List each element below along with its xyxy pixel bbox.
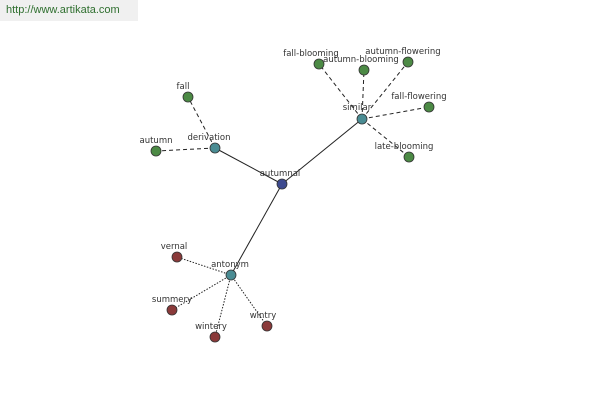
center-node-autumnal[interactable]: autumnal: [260, 169, 301, 190]
relation-node-derivation-circle[interactable]: [209, 142, 221, 154]
source-url[interactable]: http://www.artikata.com: [0, 0, 138, 21]
relation-node-derivation-label: derivation: [187, 133, 230, 143]
edge-derivation-autumn: [155, 147, 216, 152]
word-node-autumn-blooming[interactable]: autumn-blooming: [323, 55, 399, 76]
edge-antonym-wintry: [230, 274, 268, 327]
word-node-vernal[interactable]: vernal: [161, 242, 188, 263]
edge-derivation-fall: [187, 96, 216, 149]
word-node-fall-blooming-label: fall-blooming: [283, 49, 339, 59]
word-node-vernal-label: vernal: [161, 242, 188, 252]
word-node-wintery-label: wintery: [195, 322, 227, 332]
word-node-autumn-blooming-circle[interactable]: [358, 64, 370, 76]
word-node-autumn-flowering[interactable]: autumn-flowering: [365, 47, 441, 68]
word-node-autumn-flowering-label: autumn-flowering: [365, 47, 440, 57]
word-node-autumn-circle[interactable]: [150, 145, 162, 157]
word-node-late-blooming-circle[interactable]: [403, 151, 415, 163]
relation-node-derivation[interactable]: derivation: [187, 133, 231, 154]
word-node-late-blooming[interactable]: late-blooming: [375, 142, 434, 163]
edge-similar-autumn-blooming: [361, 69, 365, 120]
word-node-wintry[interactable]: wintry: [250, 311, 277, 332]
edges: [155, 61, 430, 338]
word-node-summery-label: summery: [152, 295, 192, 305]
edge-autumnal-similar: [281, 118, 363, 185]
word-node-autumn-flowering-circle[interactable]: [402, 56, 414, 68]
word-node-summery[interactable]: summery: [152, 295, 192, 316]
edge-autumnal-derivation: [214, 147, 283, 185]
word-node-fall-label: fall: [177, 82, 190, 92]
edge-antonym-vernal: [176, 256, 232, 276]
word-node-wintry-label: wintry: [250, 311, 277, 321]
word-node-vernal-circle[interactable]: [171, 251, 183, 263]
center-node-autumnal-circle[interactable]: [276, 178, 288, 190]
word-node-autumn[interactable]: autumn: [140, 136, 173, 157]
word-node-fall-blooming-circle[interactable]: [313, 58, 325, 70]
edge-similar-late-blooming: [361, 118, 410, 158]
edge-antonym-summery: [171, 274, 232, 311]
word-node-summery-circle[interactable]: [166, 304, 178, 316]
word-node-fall-blooming[interactable]: fall-blooming: [283, 49, 339, 70]
center-node-autumnal-label: autumnal: [260, 169, 301, 179]
word-node-wintery-circle[interactable]: [209, 331, 221, 343]
word-node-late-blooming-label: late-blooming: [375, 142, 434, 152]
word-node-fall[interactable]: fall: [177, 82, 194, 103]
relation-node-antonym-circle[interactable]: [225, 269, 237, 281]
word-node-wintry-circle[interactable]: [261, 320, 273, 332]
relation-node-similar[interactable]: similar: [343, 103, 372, 125]
word-node-fall-flowering-circle[interactable]: [423, 101, 435, 113]
edge-similar-fall-blooming: [318, 63, 363, 120]
relation-node-antonym-label: antonym: [211, 260, 249, 270]
word-node-autumn-label: autumn: [140, 136, 173, 146]
edge-similar-fall-flowering: [361, 106, 430, 120]
word-node-fall-circle[interactable]: [182, 91, 194, 103]
nodes: derivation similar antonym fall autumn fall-b…: [140, 47, 447, 343]
word-node-fall-flowering-label: fall-flowering: [391, 92, 446, 102]
relation-node-similar-label: similar: [343, 103, 372, 113]
relation-node-antonym[interactable]: antonym: [211, 260, 249, 281]
relation-node-similar-circle[interactable]: [356, 113, 368, 125]
word-node-fall-flowering[interactable]: fall-flowering: [391, 92, 447, 113]
word-node-wintery[interactable]: wintery: [195, 322, 227, 343]
edge-similar-autumn-flowering: [361, 61, 409, 120]
word-node-autumn-blooming-label: autumn-blooming: [323, 55, 399, 65]
edge-autumnal-antonym: [230, 183, 283, 276]
